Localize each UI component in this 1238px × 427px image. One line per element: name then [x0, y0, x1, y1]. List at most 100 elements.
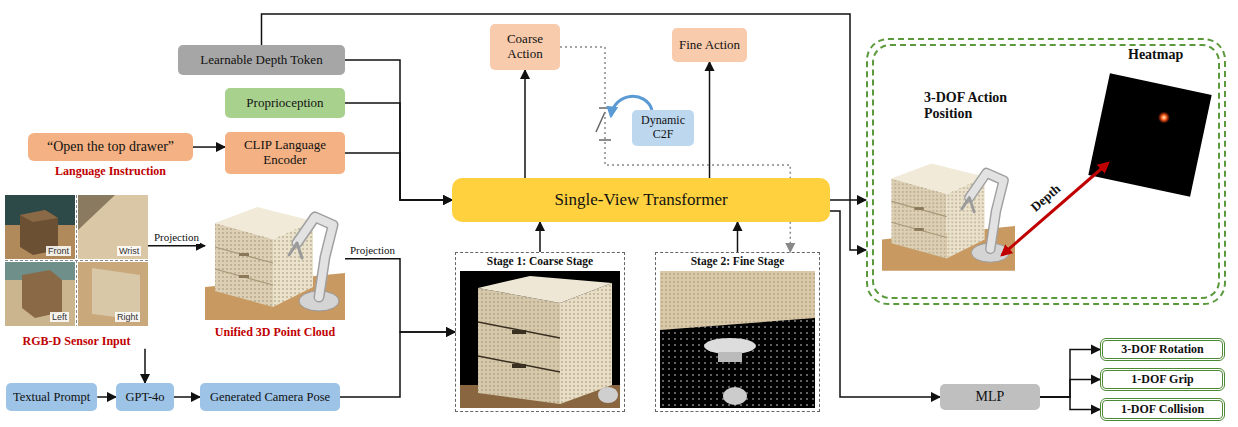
edge-label: Projection [153, 231, 200, 244]
node-text: Proprioception [246, 96, 323, 111]
camera-view-label: Wrist [117, 246, 141, 256]
camera-view-label: Right [115, 312, 140, 322]
camera-view-label: Left [50, 312, 69, 322]
node-text: CLIP Language Encoder [232, 138, 338, 168]
action-point-cloud-image [882, 163, 1015, 270]
node-text: Coarse Action [497, 32, 553, 62]
arrow-connector [148, 245, 205, 247]
arrow-connector [830, 199, 866, 201]
node-text: Generated Camera Pose [210, 390, 330, 404]
heatmap-image [1088, 73, 1211, 196]
switch-symbol [596, 108, 611, 140]
coarse-stage-image [460, 271, 620, 408]
arrow-connector [97, 396, 116, 398]
edge-label: Projection [349, 244, 396, 257]
switch-box: Dynamic C2F [632, 110, 694, 146]
prompt-box: Textual Prompt [6, 383, 97, 411]
coarse-stage-image [512, 364, 526, 368]
rgbd-camera-images [78, 195, 148, 259]
fine-stage-image [718, 352, 742, 362]
node-text: RGB-D Sensor Input [23, 335, 131, 349]
arrow-connector [345, 60, 452, 200]
heatmap-label: Heatmap [1128, 47, 1183, 63]
fine-stage-image [660, 271, 815, 330]
node-text: Learnable Depth Token [200, 53, 322, 68]
arrow-connector [1040, 380, 1100, 398]
depth-arrow [1002, 163, 1108, 255]
fine-stage-image [723, 387, 747, 405]
node-text: Single-View Transformer [554, 190, 727, 210]
arrow-connector [737, 222, 739, 252]
arrow-connector [524, 70, 526, 178]
input-box: Proprioception [225, 88, 345, 118]
output-box: 3-DOF Rotation [1100, 338, 1225, 361]
rgbd-camera-images [5, 195, 75, 259]
coarse-stage-image [478, 288, 560, 404]
fine-stage-image [660, 271, 815, 408]
arrow-connector [345, 103, 452, 200]
fine-stage-image [660, 271, 815, 330]
arrow-connector [262, 14, 867, 250]
node-text: Unified 3D Point Cloud [215, 326, 335, 340]
fine-stage-image [704, 338, 756, 354]
node-text: 3-DOF Rotation [1121, 343, 1204, 357]
node-text: 3-DOF Action Position [924, 90, 1036, 122]
node-text: Stage 2: Fine Stage [691, 255, 785, 268]
node-text: GPT-4o [125, 390, 164, 404]
rgbd-camera-images [5, 195, 75, 225]
rgbd-camera-images [78, 262, 148, 326]
pose-box: Generated Camera Pose [200, 383, 340, 411]
action-box: Coarse Action [490, 24, 560, 70]
arrow-connector [1040, 350, 1100, 398]
switch-symbol [596, 112, 605, 132]
rgbd-camera-images [5, 260, 148, 261]
node-text: Textual Prompt [13, 390, 90, 404]
arrow-connector [144, 349, 146, 383]
camera-view-label: Front [46, 246, 71, 256]
transformer-box: Single-View Transformer [452, 178, 830, 222]
rgbd-camera-images [5, 195, 148, 326]
inner-dashed-border [872, 44, 1220, 299]
token-box: Learnable Depth Token [178, 45, 345, 75]
fine-stage-image [660, 271, 815, 408]
arrow-connector [193, 146, 225, 148]
node-text: “Open the top drawer” [28, 133, 193, 161]
depth-label: Depth [1028, 181, 1063, 215]
instruction-group: “Open the top drawer” Language Instructio… [28, 133, 193, 179]
action-box: Fine Action [672, 28, 747, 62]
output-region: 3-DOF Action Position [866, 38, 1226, 305]
arrow-connector [345, 153, 452, 200]
node-text: 1-DOF Grip [1131, 373, 1194, 387]
fine-stage-image [660, 320, 815, 408]
arrow-connector [709, 62, 711, 178]
node-text: Dynamic C2F [639, 114, 687, 142]
sensor-images: RGB-D Sensor Input [5, 195, 148, 349]
rgbd-camera-images [20, 210, 58, 222]
coarse-stage-image [478, 276, 612, 303]
arrow-connector [345, 259, 455, 332]
mlp-box: MLP [940, 384, 1040, 410]
node-text: MLP [976, 389, 1005, 405]
coarse-stage-image [460, 271, 620, 408]
arrow-connector [539, 222, 541, 252]
node-text: Language Instruction [55, 165, 166, 179]
coarse-stage-image [560, 283, 612, 404]
heatmap-image [1088, 73, 1211, 196]
encoder-box: CLIP Language Encoder [225, 132, 345, 174]
arrow-connector [1040, 397, 1100, 410]
heatmap-image [1157, 110, 1171, 124]
coarse-stage-image [512, 330, 526, 334]
arrow-connector [340, 332, 455, 397]
coarse-stage-image [598, 387, 618, 403]
rgbd-camera-images [78, 195, 115, 230]
arrow-connector [174, 396, 200, 398]
model-box: GPT-4o [116, 383, 174, 411]
switch-symbol [599, 139, 611, 141]
node-text: Fine Action [679, 38, 740, 53]
coarse-stage-image [478, 356, 560, 372]
node-text: 1-DOF Collision [1121, 403, 1204, 417]
node-text: Stage 1: Coarse Stage [487, 255, 593, 268]
